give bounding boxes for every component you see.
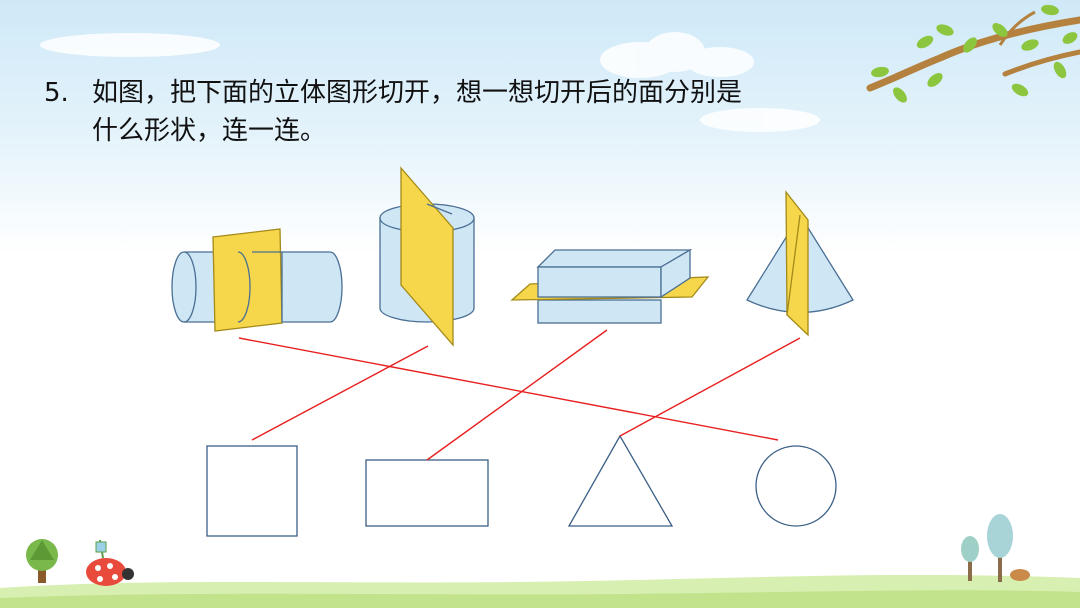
cloud-decoration	[40, 32, 820, 132]
solid-cuboid-horizontal-cut	[510, 248, 710, 324]
match-line-cone-triangle	[619, 337, 801, 437]
ground-decoration	[0, 574, 1080, 608]
match-lines	[238, 329, 801, 461]
left-tree-decoration	[26, 539, 58, 583]
question-line-2: 什么形状，连一连。	[92, 116, 327, 146]
solid-cylinder-horizontal-cut	[171, 228, 343, 332]
question-number: 5.	[44, 78, 69, 108]
shape-circle	[755, 445, 837, 527]
shape-rectangle	[365, 459, 489, 527]
right-trees-decoration	[961, 514, 1030, 582]
shape-triangle	[567, 434, 674, 527]
question-text: 5. 如图，把下面的立体图形切开，想一想切开后的面分别是 什么形状，连一连。	[44, 74, 874, 150]
cutting-plane	[212, 228, 283, 332]
ladybug-decoration	[86, 539, 134, 586]
cutting-plane	[785, 190, 809, 337]
match-line-cylinder-circle	[238, 337, 779, 441]
solid-cone-vertical-cut	[746, 190, 854, 337]
solid-cylinder-vertical-cut	[379, 166, 475, 347]
question-line-1: 如图，把下面的立体图形切开，想一想切开后的面分别是	[92, 78, 743, 108]
match-line-cuboid-rectangle	[426, 329, 608, 461]
tree-branch-decoration	[866, 4, 1080, 103]
shape-square	[206, 445, 298, 537]
match-line-cylinder-square	[251, 345, 429, 441]
